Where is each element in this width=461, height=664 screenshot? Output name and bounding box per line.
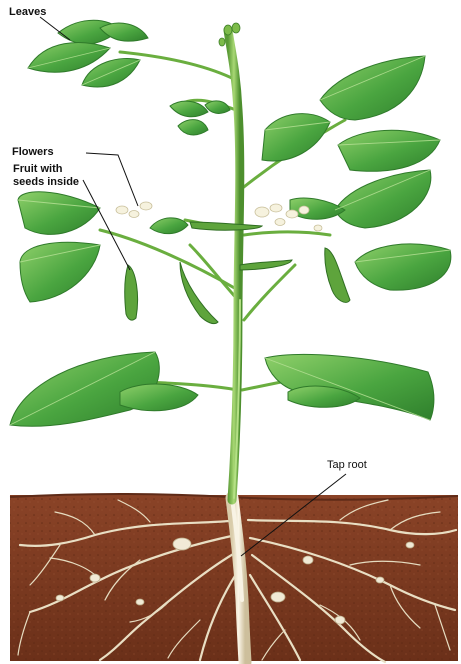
label-fruit-with-seeds-inside: Fruit with seeds inside (13, 163, 93, 189)
bean-pod (325, 248, 350, 302)
leaf (120, 384, 198, 411)
leaf (355, 244, 451, 290)
leaf (265, 354, 434, 420)
flower (314, 225, 322, 231)
bean-pod (125, 265, 138, 320)
leaf (338, 130, 440, 171)
flower (275, 219, 285, 226)
flower (116, 206, 128, 214)
flowers-leader-line (86, 153, 138, 206)
leader-lines (40, 17, 346, 556)
leaf (20, 242, 100, 302)
flower (129, 211, 139, 218)
flower (270, 204, 282, 212)
leaf (150, 218, 188, 234)
stem (100, 30, 345, 500)
bean-pod (240, 260, 292, 270)
leaf (262, 114, 330, 161)
flower (140, 202, 152, 210)
bean-pod (190, 222, 262, 230)
leaf (290, 198, 345, 219)
label-tap-root: Tap root (327, 459, 367, 472)
flower (299, 206, 309, 214)
leaf (205, 101, 230, 114)
leaf (178, 120, 208, 135)
leaf (18, 192, 100, 235)
flower (255, 207, 269, 217)
leaf (170, 101, 208, 117)
leaf (320, 56, 425, 120)
label-flowers: Flowers (12, 146, 54, 159)
flower (286, 210, 298, 218)
leaf (335, 170, 431, 228)
label-leaves: Leaves (9, 6, 46, 19)
